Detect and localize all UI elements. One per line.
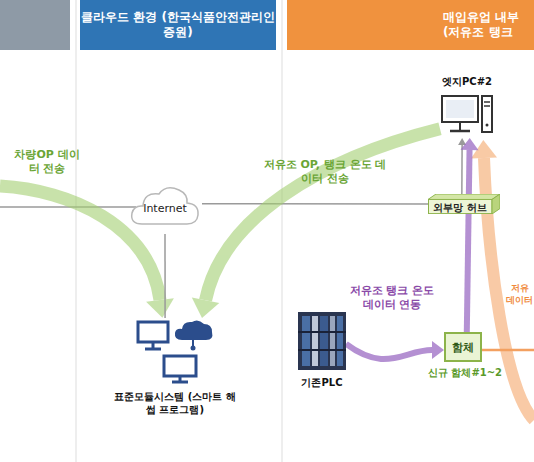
node-text: 엣지PC#2 bbox=[426, 75, 508, 89]
connector bbox=[346, 341, 444, 359]
arrow-head bbox=[192, 298, 219, 318]
arrow-head bbox=[461, 138, 479, 150]
edge-label: 저유조 탱크 온도 데이터 연동 bbox=[344, 284, 440, 312]
column-header: 매입유업 내부 (저유조 탱크 bbox=[287, 0, 534, 50]
hub-box: 외부망 허브 bbox=[428, 194, 500, 214]
annotation-label: 차량OP 데이터 전송 bbox=[10, 148, 84, 176]
connector-line bbox=[467, 150, 470, 332]
connector bbox=[192, 129, 440, 318]
enclosure-box: 함체신규 함체#1~2 bbox=[444, 332, 482, 362]
edge-label: 저유조 OP, 탱크 온도 데이터 전송 bbox=[262, 158, 388, 186]
node-text: 신규 함체#1~2 bbox=[422, 366, 508, 380]
node-text: 기존PLC bbox=[278, 376, 366, 389]
connector-line bbox=[206, 129, 440, 301]
connector-line bbox=[164, 234, 166, 318]
node-text: 함체 bbox=[452, 340, 474, 355]
annotation-label: 저유 데이터 bbox=[505, 282, 534, 306]
plc-unit: 기존PLC bbox=[298, 312, 346, 370]
connector bbox=[165, 234, 166, 318]
arrow-head bbox=[432, 341, 444, 359]
edge-pc: 엣지PC#2 bbox=[440, 92, 494, 138]
node-text: 외부망 허브 bbox=[428, 200, 492, 216]
server-system: 표준모듈시스템 (스마트 해썹 프로그램) bbox=[130, 318, 220, 384]
node-text: 클라우드 환경 (한국식품안전관리인증원) bbox=[80, 10, 276, 40]
plc-photo bbox=[298, 312, 346, 370]
column-header-band bbox=[0, 0, 70, 50]
column-separator bbox=[282, 0, 283, 462]
connector-line bbox=[202, 203, 428, 205]
arrow-head bbox=[146, 298, 174, 318]
enclosure-wire bbox=[482, 349, 534, 352]
column-separator bbox=[76, 0, 77, 462]
vehicle-data-path bbox=[0, 186, 160, 300]
node-text: 매입유업 내부 (저유조 탱크 bbox=[443, 10, 534, 40]
connector-line bbox=[461, 145, 463, 194]
column-header: 클라우드 환경 (한국식품안전관리인증원) bbox=[80, 0, 276, 50]
pc-icon bbox=[440, 92, 494, 138]
connector bbox=[461, 138, 479, 332]
node-text: Internet bbox=[128, 202, 202, 215]
node-text: 표준모듈시스템 (스마트 해썹 프로그램) bbox=[110, 390, 240, 416]
internet-cloud: Internet bbox=[128, 180, 202, 234]
connector bbox=[202, 203, 428, 204]
server-icons bbox=[130, 318, 220, 384]
connector-line bbox=[346, 344, 432, 359]
arrow-head bbox=[458, 138, 466, 145]
